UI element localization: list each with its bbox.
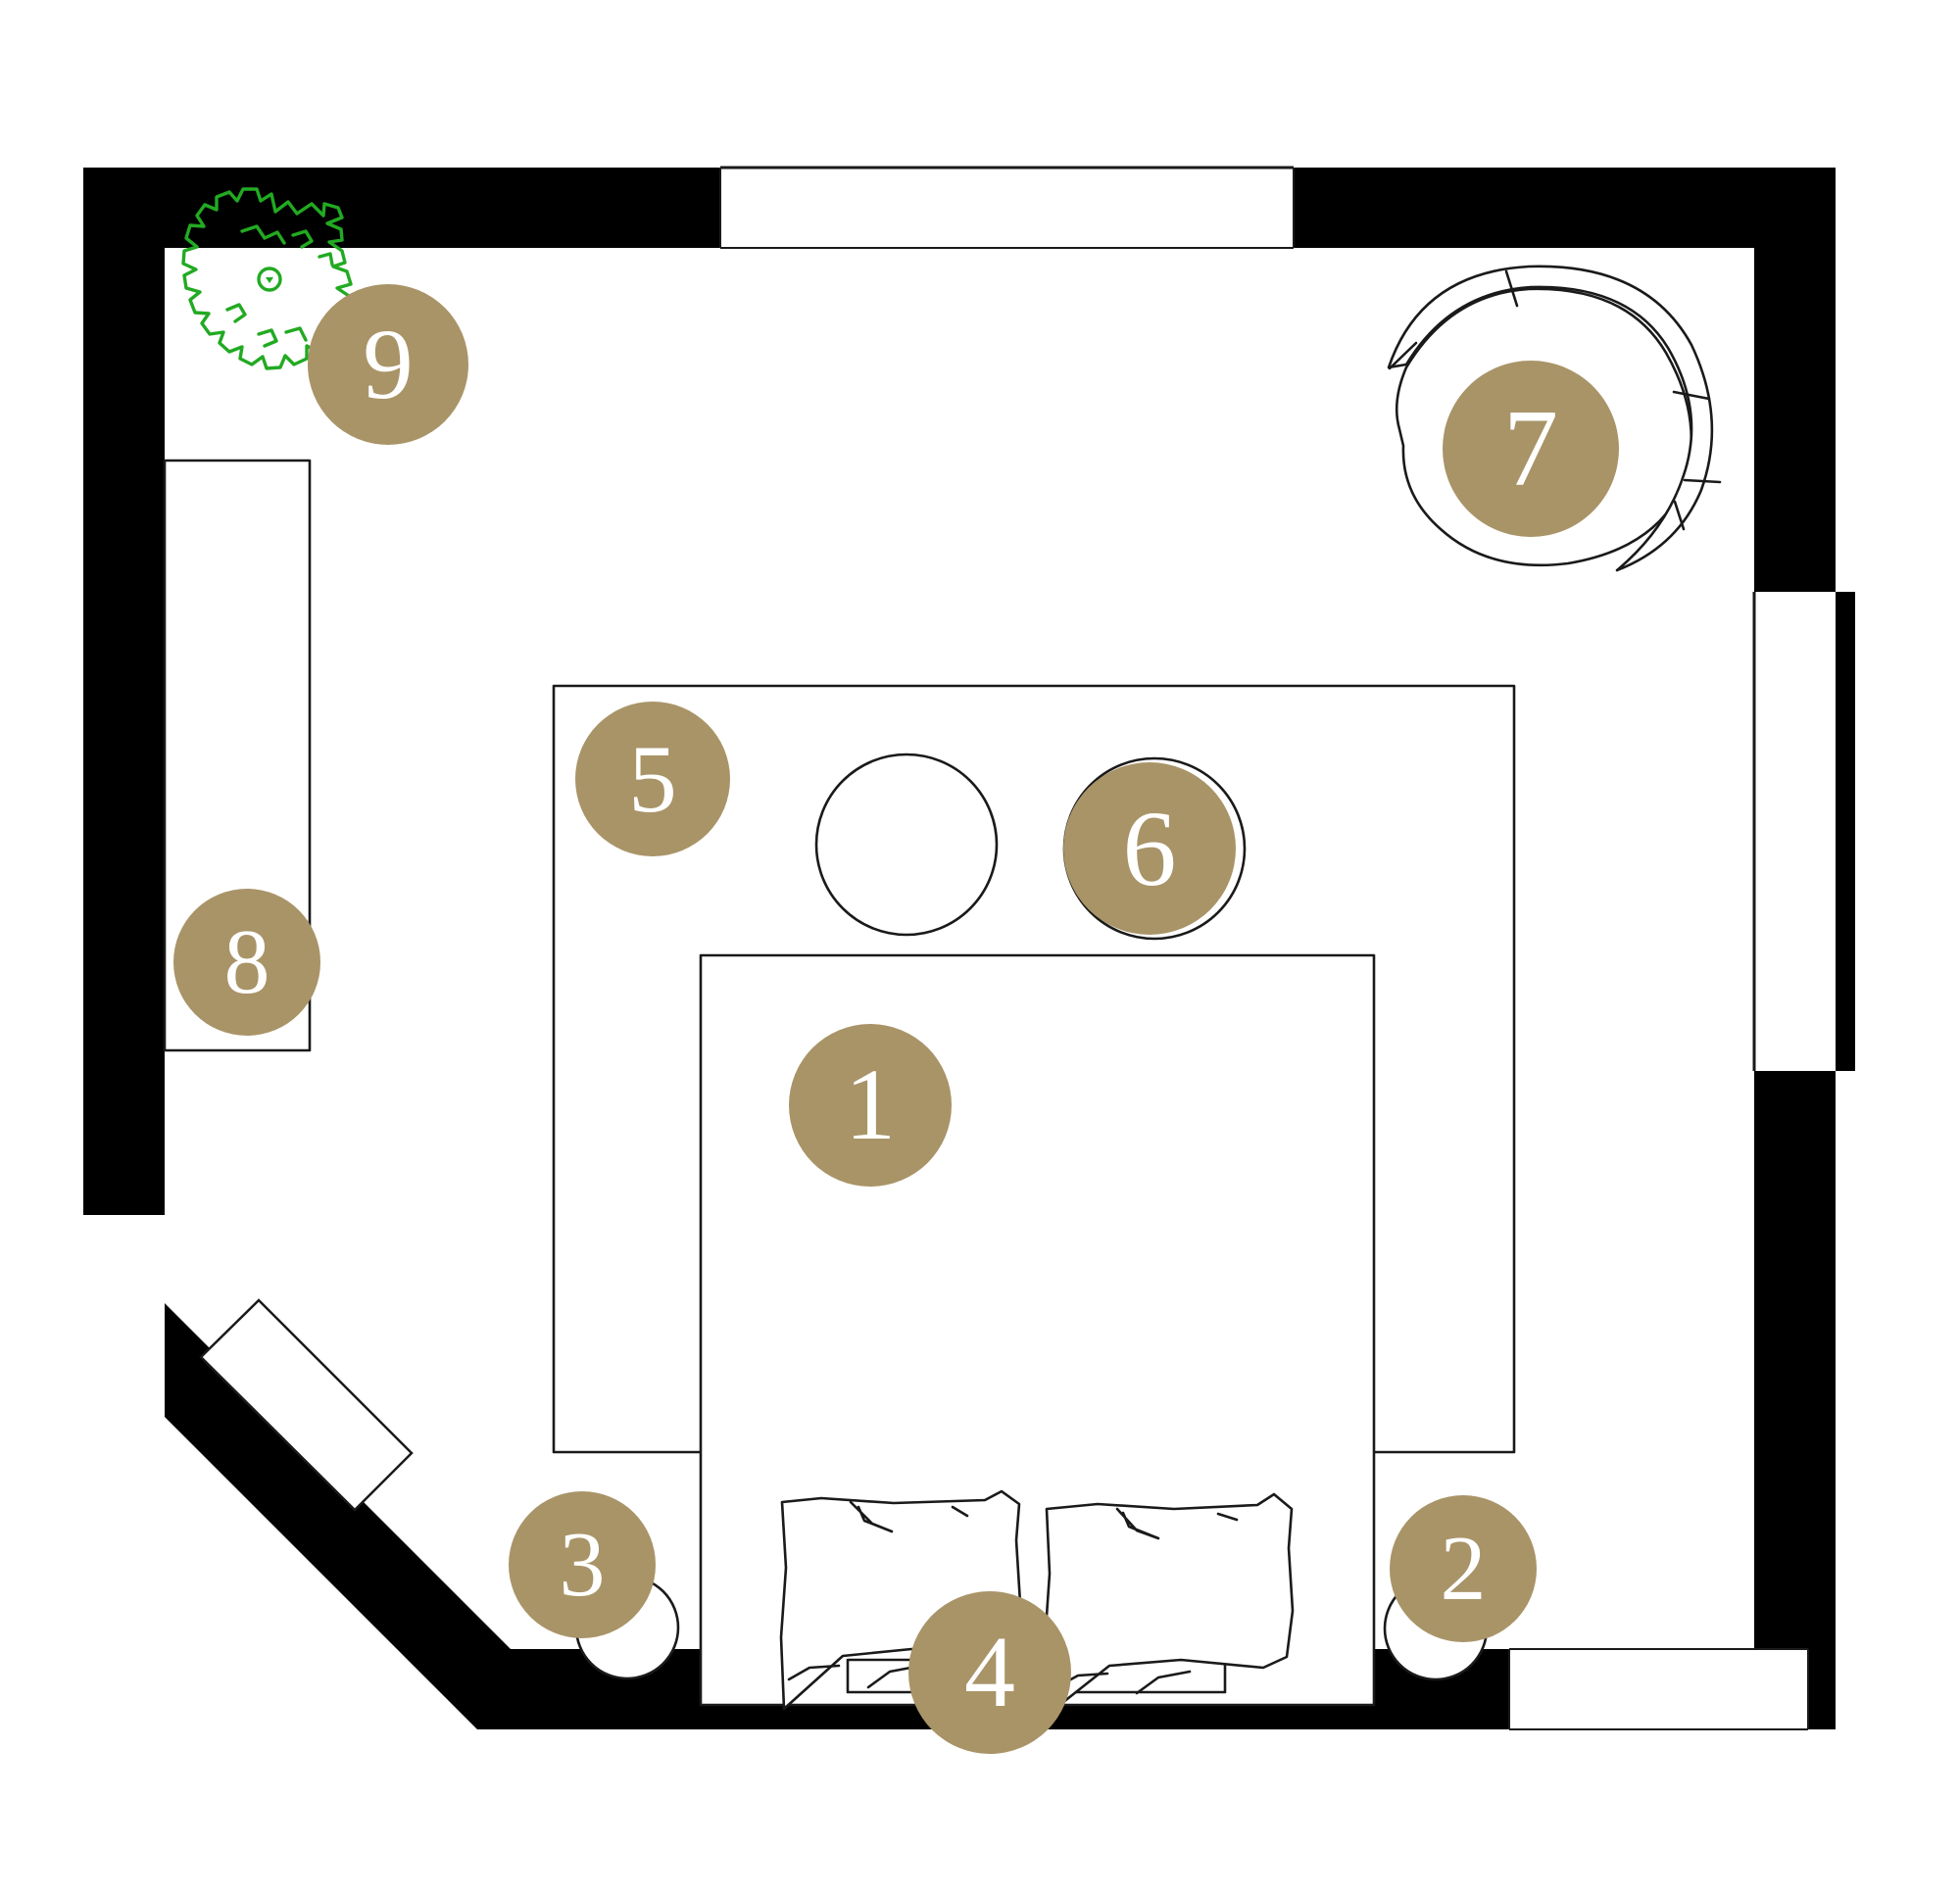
marker-8-dresser[interactable]: 8 [173,889,320,1036]
marker-6-pouf[interactable]: 6 [1063,762,1236,935]
window-angled [199,1298,414,1512]
accent-chair-back[interactable] [1387,265,1714,572]
pillow-right-fold-2 [1216,1512,1239,1522]
marker-3-nightstand-left[interactable]: 3 [509,1491,656,1638]
marker-1-label: 1 [845,1048,896,1161]
marker-2-nightstand-right[interactable]: 2 [1390,1495,1537,1642]
marker-5-label: 5 [628,725,677,833]
pillow-left-fold-1 [849,1500,894,1533]
window-top [719,166,1295,249]
marker-9-label: 9 [363,308,414,420]
pillow-left-fold-3 [787,1664,841,1681]
pillow-right-fold-4 [1135,1670,1192,1695]
marker-3-label: 3 [559,1514,606,1616]
potted-plant-shape[interactable] [181,187,353,370]
pillow-right-fold-1 [1115,1507,1160,1540]
marker-4-label: 4 [964,1616,1015,1728]
pillow-left-fold-2 [951,1505,969,1518]
marker-7-label: 7 [1503,388,1558,510]
accent-chair-segment-5 [1673,500,1686,531]
marker-1-bed[interactable]: 1 [789,1024,952,1187]
marker-4-headboard[interactable]: 4 [908,1591,1071,1754]
marker-6-label: 6 [1122,789,1177,908]
accent-chair-segment-3 [1672,390,1711,401]
accent-chair-segment-2 [1388,341,1418,370]
pouf-left-shape[interactable] [814,753,999,937]
marker-7-accent-chair[interactable]: 7 [1443,361,1619,537]
marker-8-label: 8 [223,911,270,1013]
walls-group [83,166,1855,1730]
accent-chair-segment-1 [1504,269,1519,308]
accent-chair-segment-4 [1683,478,1722,484]
window-bottom [1508,1648,1809,1730]
marker-2-label: 2 [1440,1518,1487,1620]
marker-5-area-rug[interactable]: 5 [575,702,730,856]
marker-9-potted-plant[interactable]: 9 [308,284,468,445]
